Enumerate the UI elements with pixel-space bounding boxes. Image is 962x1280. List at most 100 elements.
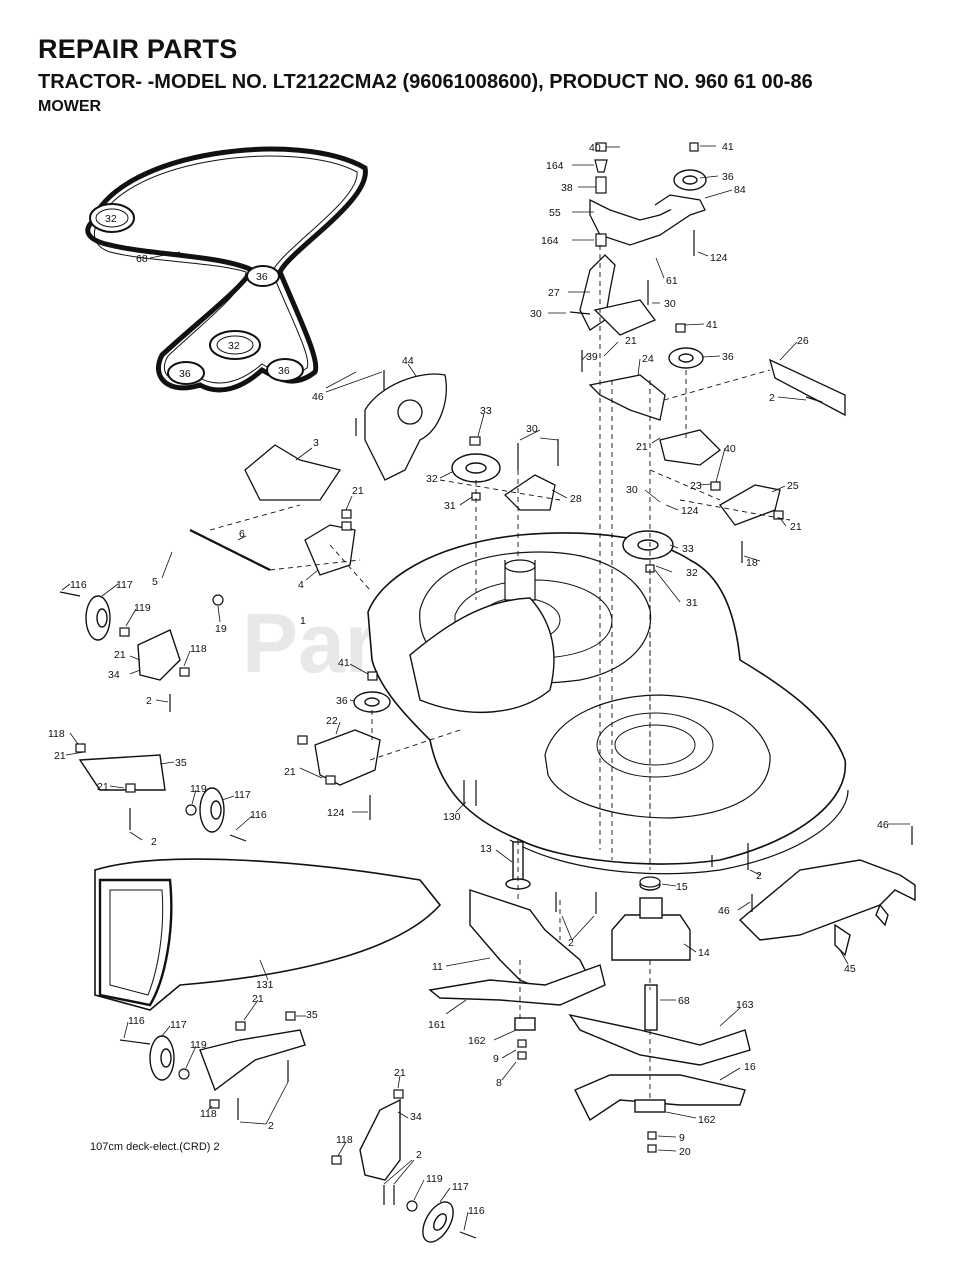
bracket-3: [244, 444, 342, 501]
part-label: 22: [326, 715, 338, 727]
shield-44: [364, 373, 447, 481]
page-title: REPAIR PARTS: [38, 34, 238, 64]
part-label: 40: [589, 142, 601, 154]
part-label: 162: [468, 1035, 486, 1047]
part-label: 5: [152, 576, 158, 588]
bracket-35b: [199, 1029, 306, 1092]
upper-brackets: [189, 194, 846, 786]
part-label: 36: [179, 368, 191, 380]
part-label: 44: [402, 355, 414, 367]
part-label: 28: [570, 493, 582, 505]
part-label: 55: [549, 207, 561, 219]
part-label: 21: [114, 649, 126, 661]
part-label: 41: [338, 657, 350, 669]
part-label: 130: [443, 811, 461, 823]
part-label: 162: [698, 1114, 716, 1126]
leader-lines: [61, 145, 910, 1231]
part-label: 84: [734, 184, 746, 196]
belt: [85, 146, 368, 393]
part-label: 2: [568, 937, 574, 949]
section-title: MOWER: [38, 98, 102, 115]
part-label: 2: [769, 392, 775, 404]
bracket-26: [768, 358, 846, 417]
part-label: 21: [790, 521, 802, 533]
blade-161: [428, 964, 606, 1006]
bracket-22: [314, 729, 381, 786]
part-label: 46: [718, 905, 730, 917]
belt-pulley-36c: [266, 358, 304, 382]
part-label: 45: [844, 963, 856, 975]
part-label: 119: [134, 602, 151, 614]
part-label: 33: [480, 405, 492, 417]
part-label: 19: [215, 623, 227, 635]
part-label: 31: [686, 597, 698, 609]
part-label: 30: [664, 298, 676, 310]
part-label: 6: [239, 528, 245, 540]
part-label: 119: [426, 1173, 443, 1185]
rod-6: [189, 529, 271, 571]
part-label: 131: [256, 979, 274, 991]
part-label: 21: [394, 1067, 406, 1079]
part-label: 117: [452, 1181, 469, 1193]
part-label: 116: [250, 809, 267, 821]
assembly-lines: [209, 245, 791, 1100]
part-label: 117: [116, 579, 133, 591]
belt-assembly: [85, 146, 368, 393]
model-line: TRACTOR- -MODEL NO. LT2122CMA2 (96061008…: [38, 71, 813, 93]
part-label: 116: [128, 1015, 145, 1027]
part-label: 3: [313, 437, 319, 449]
bracket-28: [503, 474, 556, 511]
part-label: 21: [252, 993, 264, 1005]
part-label: 36: [256, 271, 268, 283]
part-label: 11: [432, 961, 443, 973]
part-label: 36: [278, 365, 290, 377]
mandrel-14: [611, 914, 691, 961]
part-label: 124: [681, 505, 699, 517]
part-label: 61: [666, 275, 678, 287]
part-label: 30: [530, 308, 542, 320]
part-label: 32: [228, 340, 240, 352]
part-label: 15: [676, 881, 688, 893]
part-label: 39: [586, 351, 598, 363]
part-label: 21: [636, 441, 648, 453]
part-label: 41: [722, 141, 734, 153]
part-label: 164: [541, 235, 559, 247]
part-label: 16: [744, 1061, 756, 1073]
part-labels: 40 164 38 55 164 41 36 84 124 61 27 30 3…: [48, 141, 889, 1217]
part-label: 2: [151, 836, 157, 848]
belt-pulley-36b: [167, 361, 205, 385]
part-label: 21: [97, 781, 109, 793]
part-label: 21: [54, 750, 66, 762]
part-label: 68: [136, 253, 148, 265]
part-label: 27: [548, 287, 560, 299]
part-label: 8: [496, 1077, 502, 1089]
part-label: 41: [706, 319, 718, 331]
bracket-24: [588, 374, 666, 421]
part-label: 33: [682, 543, 694, 555]
part-label: 21: [284, 766, 296, 778]
part-label: 118: [48, 728, 65, 740]
part-label: 18: [746, 557, 758, 569]
part-label: 36: [722, 171, 734, 183]
part-label: 35: [175, 757, 187, 769]
diagram-reference-note: 107cm deck-elect.(CRD) 2: [90, 1141, 220, 1153]
part-label: 21: [625, 335, 637, 347]
bracket-34a: [137, 629, 181, 681]
gauge-wheels: [78, 595, 454, 1243]
part-label: 26: [797, 335, 809, 347]
part-label: 117: [170, 1019, 187, 1031]
blade-16: [574, 1074, 746, 1122]
part-label: 38: [561, 182, 573, 194]
part-label: 21: [352, 485, 364, 497]
part-label: 25: [787, 480, 799, 492]
part-label: 2: [268, 1120, 274, 1132]
part-label: 118: [200, 1108, 217, 1120]
part-label: 13: [480, 843, 492, 855]
part-label: 119: [190, 783, 207, 795]
part-label: 20: [679, 1146, 691, 1158]
part-label: 30: [526, 423, 538, 435]
bracket-34b: [359, 1098, 401, 1181]
part-label: 34: [410, 1111, 422, 1123]
part-label: 124: [710, 252, 728, 264]
part-label: 2: [146, 695, 152, 707]
